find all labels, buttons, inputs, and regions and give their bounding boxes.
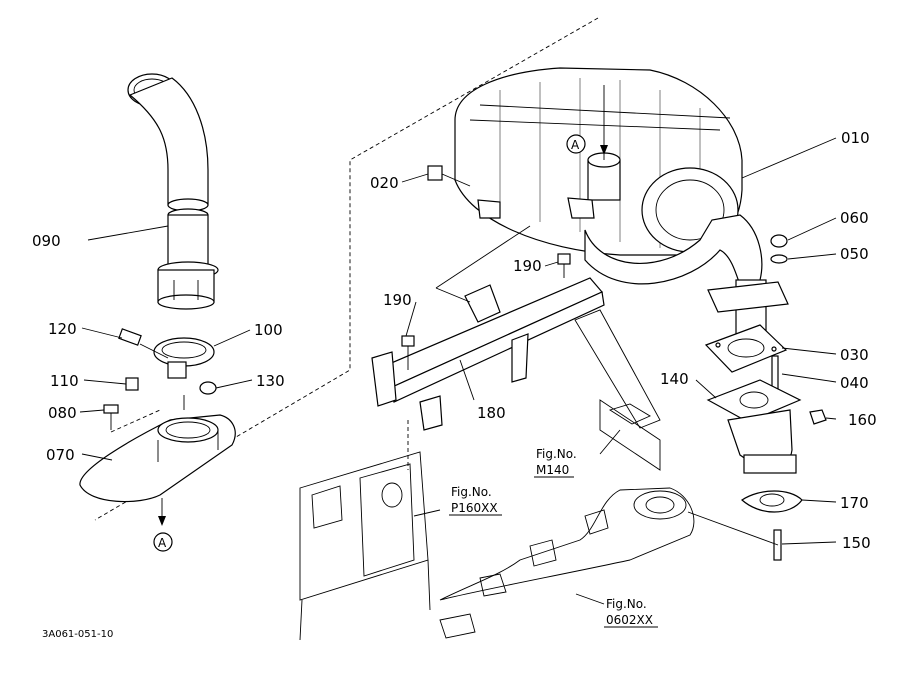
marker-a-top: [566, 134, 586, 154]
diagram-code: 3A061-051-10: [42, 629, 113, 640]
label-110: 110: [50, 372, 79, 390]
label-160: 160: [848, 411, 877, 429]
stud-040: [771, 355, 779, 391]
gasket-030: [704, 324, 788, 373]
ref-m140: Fig.No. M140: [534, 447, 577, 478]
washer-050: [770, 254, 788, 264]
cover-070: [79, 414, 236, 503]
stud-150: [687, 511, 782, 561]
gasket-170: [741, 490, 803, 513]
bracket-180: [371, 225, 605, 431]
label-140: 140: [660, 370, 689, 388]
marker-a-bottom-letter: A: [158, 536, 167, 550]
bolt-020: [427, 165, 471, 187]
bolt-080: [103, 404, 161, 433]
label-070: 070: [46, 446, 75, 464]
label-060: 060: [840, 209, 869, 227]
arrow-to-a: [153, 498, 173, 552]
label-050: 050: [840, 245, 869, 263]
label-150: 150: [842, 534, 871, 552]
nut-060: [770, 234, 788, 248]
ref-m140-title: Fig.No.: [536, 447, 577, 461]
label-190-upper: 190: [513, 257, 542, 275]
label-090: 090: [32, 232, 61, 250]
label-100: 100: [254, 321, 283, 339]
tail-pipe-090: [127, 73, 219, 310]
engine-bracket-frame: [299, 420, 431, 641]
ref-p160xx-title: Fig.No.: [451, 485, 492, 499]
label-080: 080: [48, 404, 77, 422]
ref-m140-number: M140: [536, 463, 569, 477]
label-010: 010: [841, 129, 870, 147]
label-190-lower: 190: [383, 291, 412, 309]
label-180: 180: [477, 404, 506, 422]
bolt-190-lower: [401, 335, 415, 370]
assembly-boundary-line: [94, 17, 599, 521]
engine-support: [574, 309, 661, 471]
label-120: 120: [48, 320, 77, 338]
label-170: 170: [840, 494, 869, 512]
ref-p160xx: Fig.No. P160XX: [449, 485, 502, 516]
flange-140: [706, 379, 802, 474]
bolt-190-upper: [557, 253, 571, 278]
ref-p160xx-number: P160XX: [451, 501, 498, 515]
label-130: 130: [256, 372, 285, 390]
ref-0602xx: Fig.No. 0602XX: [604, 597, 658, 628]
label-030: 030: [840, 346, 869, 364]
clamp-assembly: [118, 328, 217, 410]
nut-160: [809, 409, 827, 425]
ref-0602xx-title: Fig.No.: [606, 597, 647, 611]
muffler-010: [454, 67, 743, 256]
label-020: 020: [370, 174, 399, 192]
label-040: 040: [840, 374, 869, 392]
exhaust-manifold: [439, 487, 695, 639]
ref-0602xx-number: 0602XX: [606, 613, 653, 627]
marker-a-top-letter: A: [571, 138, 580, 152]
leader-lines: [79, 137, 837, 605]
